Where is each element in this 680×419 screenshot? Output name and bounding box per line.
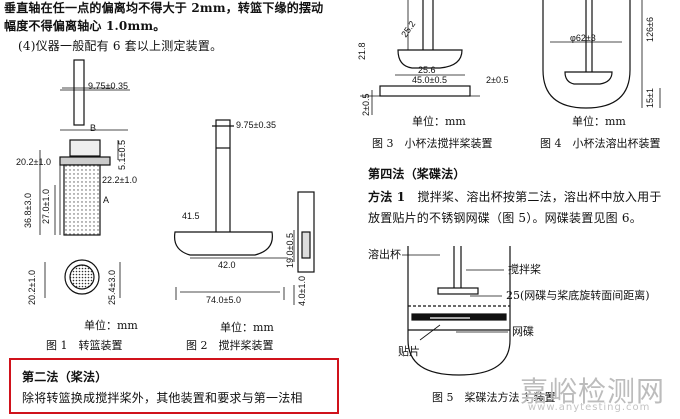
fig2-dim-1: 19.0±0.5 xyxy=(285,233,295,268)
paragraph-line-1: 垂直轴在任一点的偏离均不得大于 2mm，转篮下缘的摆动 xyxy=(4,1,324,15)
fig1-unit: 单位：mm xyxy=(84,319,138,332)
fig4-unit: 单位：mm xyxy=(572,115,626,128)
fig4-dim-2: 126±6 xyxy=(645,17,655,42)
fig3-dim-5: 2±0.5 xyxy=(486,75,509,85)
fig1-dim-4: 36.8±3.0 xyxy=(23,193,33,228)
fig2-paddle-drawing xyxy=(173,119,315,305)
fig1-caption: 图 1 转篮装置 xyxy=(46,339,123,352)
method-1-label: 方法 1 xyxy=(368,190,406,204)
fig5-caption: 图 5 桨碟法方法 1 装置 xyxy=(432,391,556,404)
fig5-label-paddle: 搅拌桨 xyxy=(508,263,541,276)
fig1-dim-1: 20.2±1.0 xyxy=(16,157,51,167)
fig1-label-a: A xyxy=(103,195,110,205)
fig5-label-cup: 溶出杯 xyxy=(368,248,401,261)
watermark-main: 嘉峪检测网 xyxy=(520,375,666,408)
fig4-caption: 图 4 小杯法溶出杯装置 xyxy=(540,137,661,150)
fig1-dim-7: 25.4±3.0 xyxy=(107,270,117,305)
fig2-dim-top: 9.75±0.35 xyxy=(236,120,276,130)
fig2-unit: 单位：mm xyxy=(220,321,274,334)
section-4-title: 第四法（桨碟法） xyxy=(368,167,466,181)
fig3-dim-4: 45.0±0.5 xyxy=(412,75,447,85)
method-1-line-2: 放置贴片的不锈钢网碟（图 5）。网碟装置见图 6。 xyxy=(368,211,642,225)
paragraph-line-2: 幅度不得偏离轴心 1.0mm。 xyxy=(4,19,166,33)
fig5-label-disk: 网碟 xyxy=(512,325,534,338)
fig1-dim-2: 22.2±1.0 xyxy=(102,175,137,185)
method-1-line-1: 方法 1 搅拌桨、溶出杯按第二法，溶出杯中放入用于 xyxy=(368,191,662,203)
section-2-text: 除将转篮换成搅拌桨外，其他装置和要求与第一法相 xyxy=(22,391,303,405)
fig2-dim-2: 4.0±1.0 xyxy=(297,276,307,306)
fig2-caption: 图 2 搅拌桨装置 xyxy=(186,339,274,352)
fig2-dim-bottom: 42.0 xyxy=(218,260,236,270)
fig5-paddle-disk-drawing xyxy=(402,246,511,376)
fig1-dim-top: 9.75±0.35 xyxy=(88,81,128,91)
fig3-dim-3: 25.6 xyxy=(418,65,436,75)
fig3-dim-1: 21.8 xyxy=(357,42,367,60)
fig1-dim-6: 20.2±1.0 xyxy=(27,270,37,305)
fig2-dim-radius: 41.5 xyxy=(182,211,200,221)
fig5-label-distance: 25(网碟与桨底旋转面间距离) xyxy=(506,289,650,302)
fig2-dim-overall: 74.0±5.0 xyxy=(206,295,241,305)
fig4-dim-1: φ62±3 xyxy=(570,33,596,43)
fig4-dim-3: 15±1 xyxy=(645,88,655,108)
fig3-unit: 单位：mm xyxy=(412,115,466,128)
fig3-caption: 图 3 小杯法搅拌桨装置 xyxy=(372,137,493,150)
fig1-basket-drawing xyxy=(39,59,130,298)
fig1-dim-3: 5.1±0.5 xyxy=(117,140,127,170)
fig3-small-paddle-drawing xyxy=(360,0,480,115)
fig1-dim-5: 27.0±1.0 xyxy=(41,189,51,224)
fig1-label-b: B xyxy=(90,123,97,133)
section-2-title: 第二法（桨法） xyxy=(22,370,108,384)
fig5-label-patch: 贴片 xyxy=(398,345,420,358)
watermark-sub: www.anytesting.com xyxy=(528,402,651,413)
method-1-text: 搅拌桨、溶出杯按第二法，溶出杯中放入用于 xyxy=(405,190,662,204)
fig4-small-vessel-drawing xyxy=(542,0,661,109)
highlight-box xyxy=(9,358,339,414)
fig3-dim-6: 2±0.5 xyxy=(361,93,371,116)
item-4-text: (4)仪器一般配有 6 套以上测定装置。 xyxy=(18,39,223,53)
